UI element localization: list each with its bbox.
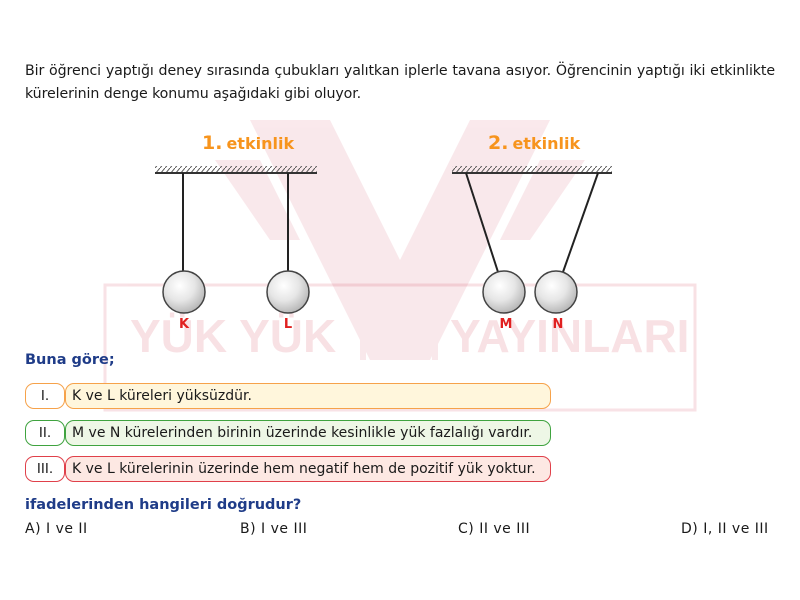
string-m — [465, 172, 499, 273]
statement-1-numeral: I. — [25, 383, 65, 409]
question-lead: Buna göre; — [25, 352, 115, 368]
ceiling-1 — [155, 166, 317, 174]
statement-2-text: M ve N kürelerinden birinin üzerinde kes… — [65, 420, 551, 446]
ball-label-k: K — [178, 317, 190, 332]
activity-2-title: 2.etkinlik — [488, 132, 581, 154]
choice-c[interactable]: C) II ve III — [458, 521, 531, 537]
choice-d[interactable]: D) I, II ve III — [681, 521, 769, 537]
ball-n — [534, 270, 578, 314]
string-n — [562, 172, 599, 273]
question-prompt: ifadelerinden hangileri doğrudur? — [25, 497, 302, 513]
experiment-figure: 1.etkinlik 2.etkinlik — [0, 120, 800, 350]
statement-2-numeral: II. — [25, 420, 65, 446]
intro-paragraph: Bir öğrenci yaptığı deney sırasında çubu… — [25, 63, 775, 102]
ball-label-m: M — [499, 317, 513, 332]
watermark-text-left: YÜK YÜK — [130, 310, 336, 362]
pendulum-diagram — [155, 166, 612, 314]
choice-b[interactable]: B) I ve III — [240, 521, 308, 537]
ball-m — [482, 270, 526, 314]
activity-1-title: 1.etkinlik — [202, 132, 295, 154]
ball-k — [162, 270, 206, 314]
ball-label-l: L — [283, 317, 293, 332]
statement-3-text: K ve L kürelerinin üzerinde hem negatif … — [65, 456, 551, 482]
statement-3-numeral: III. — [25, 456, 65, 482]
ball-label-n: N — [552, 317, 564, 332]
ceiling-2 — [452, 166, 612, 174]
watermark-text-right: YAYINLARI — [450, 310, 689, 362]
statement-1-text: K ve L küreleri yüksüzdür. — [65, 383, 551, 409]
choice-a[interactable]: A) I ve II — [25, 521, 88, 537]
ball-l — [266, 270, 310, 314]
